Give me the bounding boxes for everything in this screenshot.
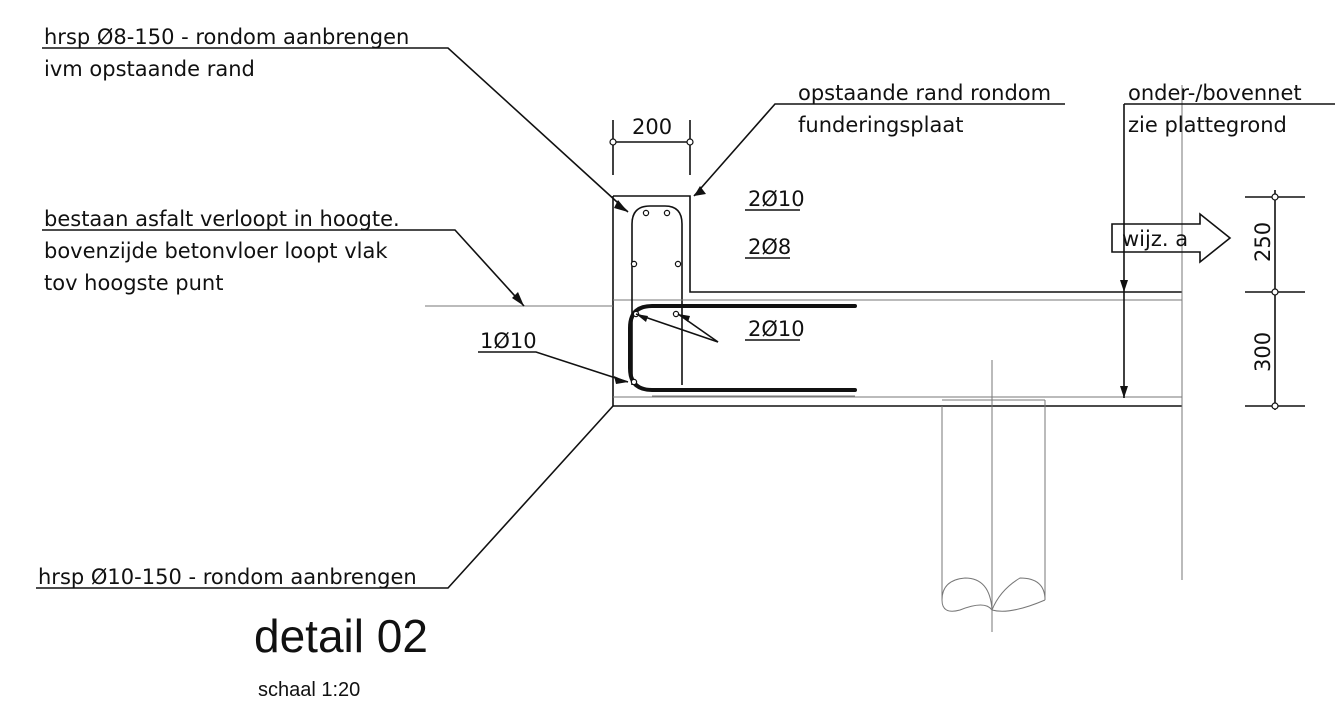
dimension-lines [609, 120, 1305, 410]
note-net: onder-/bovennet [1128, 81, 1302, 105]
concrete-outline [425, 195, 1182, 407]
detail-title: detail 02 [254, 610, 428, 662]
dimension-width: 200 [632, 115, 672, 139]
label-inner-bars: 2Ø10 [748, 317, 805, 341]
dimension-lower: 300 [1251, 332, 1275, 372]
note-net-sub: zie plattegrond [1128, 113, 1287, 137]
note-stirrup-top: hrsp Ø8-150 - rondom aanbrengen [44, 25, 409, 49]
leader-lines [36, 47, 1335, 589]
note-stirrup-bottom: hrsp Ø10-150 - rondom aanbrengen [38, 565, 417, 589]
note-upstand-edge-sub: funderingsplaat [798, 113, 963, 137]
label-corner-bar: 1Ø10 [480, 329, 537, 353]
note-upstand-edge: opstaande rand rondom [798, 81, 1051, 105]
reinforcement-bars [628, 205, 857, 397]
detail-scale: schaal 1:20 [258, 679, 360, 701]
dimension-upper: 250 [1251, 222, 1275, 262]
note-asphalt-2: bovenzijde betonvloer loopt vlak [44, 239, 388, 263]
label-top-bars: 2Ø10 [748, 187, 805, 211]
label-mid-bars: 2Ø8 [748, 235, 791, 259]
foundation-piles [941, 85, 1183, 632]
note-asphalt-1: bestaan asfalt verloopt in hoogte. [44, 207, 400, 231]
note-asphalt-3: tov hoogste punt [44, 271, 223, 295]
revision-tag-label: wijz. a [1122, 227, 1188, 251]
note-stirrup-top-sub: ivm opstaande rand [44, 57, 255, 81]
revision-tag [1111, 212, 1232, 264]
